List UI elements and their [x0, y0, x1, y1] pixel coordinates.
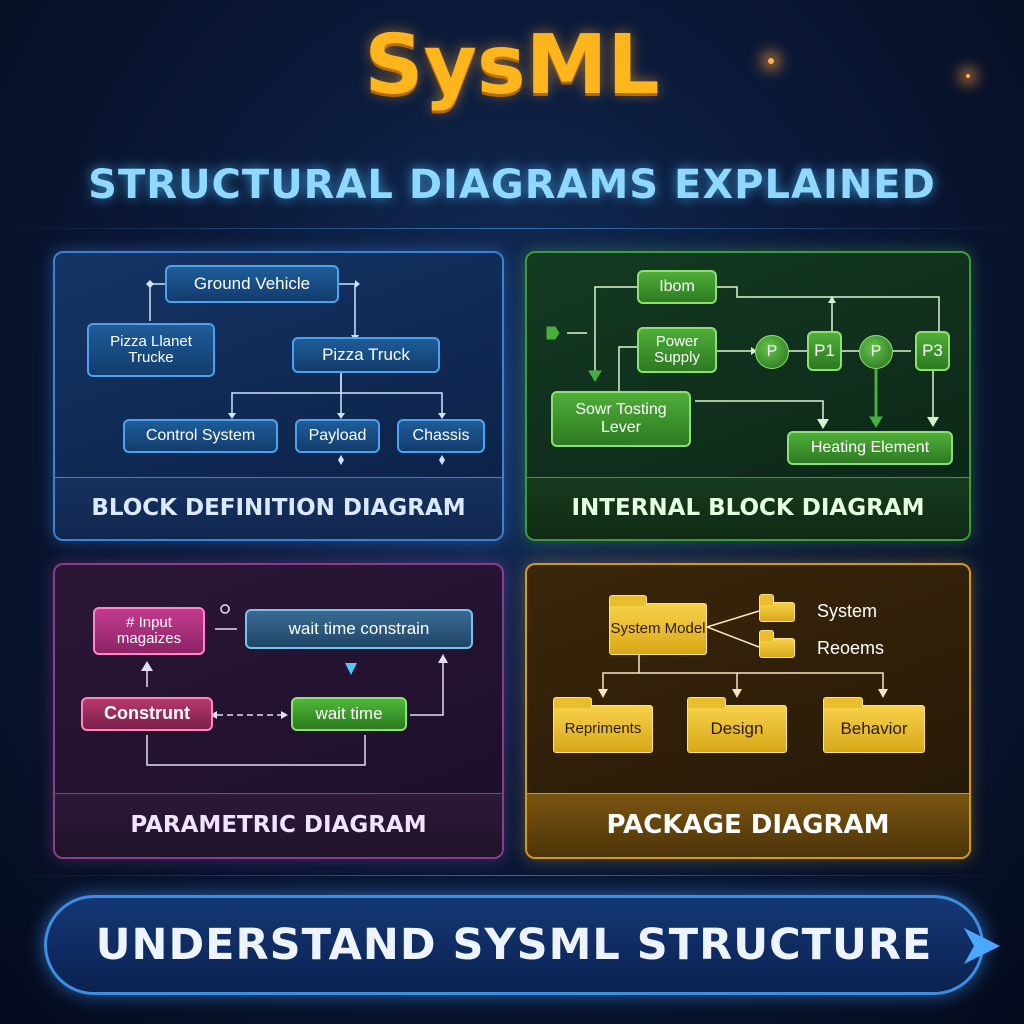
power-supply-part[interactable]: Power Supply: [637, 327, 717, 373]
banner-text: UNDERSTAND SYSML STRUCTURE: [95, 920, 933, 970]
wait-time-constraint-block[interactable]: wait time constrain: [245, 609, 473, 649]
repriments-package[interactable]: Repriments: [553, 697, 653, 753]
package-connectors: [598, 610, 888, 698]
package-caption: PACKAGE DIAGRAM: [527, 793, 969, 857]
ibom-part[interactable]: Ibom: [637, 270, 717, 304]
construnt-block[interactable]: Construnt: [81, 697, 213, 731]
p1-part[interactable]: P1: [807, 331, 842, 371]
background-glow-line: [0, 875, 1024, 876]
block-definition-diagram-panel[interactable]: Ground Vehicle Pizza Llanet Trucke Pizza…: [53, 251, 504, 541]
parametric-caption: PARAMETRIC DIAGRAM: [55, 793, 502, 857]
background-spark: [966, 74, 970, 78]
bdd-connectors: [146, 280, 446, 465]
internal-block-diagram-panel[interactable]: Ibom Power Supply P P1 P P3 Sowr Tosting…: [525, 251, 971, 541]
pizza-llanet-trucke-block[interactable]: Pizza Llanet Trucke: [87, 323, 215, 377]
payload-block[interactable]: Payload: [295, 419, 380, 453]
subtitle: STRUCTURAL DIAGRAMS EXPLAINED: [88, 162, 936, 208]
parametric-diagram-panel[interactable]: # Input magaizes wait time constrain Con…: [53, 563, 504, 859]
p3-part[interactable]: P3: [915, 331, 950, 371]
port-p-b[interactable]: P: [859, 335, 893, 369]
heating-element-part[interactable]: Heating Element: [787, 431, 953, 465]
chassis-block[interactable]: Chassis: [397, 419, 485, 453]
sowr-tosting-lever-part[interactable]: Sowr Tosting Lever: [551, 391, 691, 447]
understand-sysml-banner[interactable]: UNDERSTAND SYSML STRUCTURE: [44, 895, 984, 995]
port-p-a[interactable]: P: [755, 335, 789, 369]
input-block[interactable]: # Input magaizes: [93, 607, 205, 655]
background-spark: [768, 58, 774, 64]
main-title: SysML: [364, 18, 660, 113]
bdd-caption: BLOCK DEFINITION DIAGRAM: [55, 477, 502, 539]
control-system-block[interactable]: Control System: [123, 419, 278, 453]
background-glow-line: [0, 228, 1024, 229]
chevron-right-icon: [964, 928, 1000, 964]
behavior-package[interactable]: Behavior: [823, 697, 925, 753]
ibd-caption: INTERNAL BLOCK DIAGRAM: [527, 477, 969, 539]
system-package-icon[interactable]: [759, 594, 795, 622]
package-diagram-panel[interactable]: System Model System Reoems Repriments De…: [525, 563, 971, 859]
system-model-package[interactable]: System Model: [609, 595, 707, 655]
pizza-truck-block[interactable]: Pizza Truck: [292, 337, 440, 373]
ground-vehicle-block[interactable]: Ground Vehicle: [165, 265, 339, 303]
wait-time-block[interactable]: wait time: [291, 697, 407, 731]
reoems-package-icon[interactable]: [759, 630, 795, 658]
design-package[interactable]: Design: [687, 697, 787, 753]
parametric-connectors: [141, 604, 448, 766]
reoems-package-label: Reoems: [817, 638, 885, 658]
system-package-label: System: [817, 601, 878, 621]
